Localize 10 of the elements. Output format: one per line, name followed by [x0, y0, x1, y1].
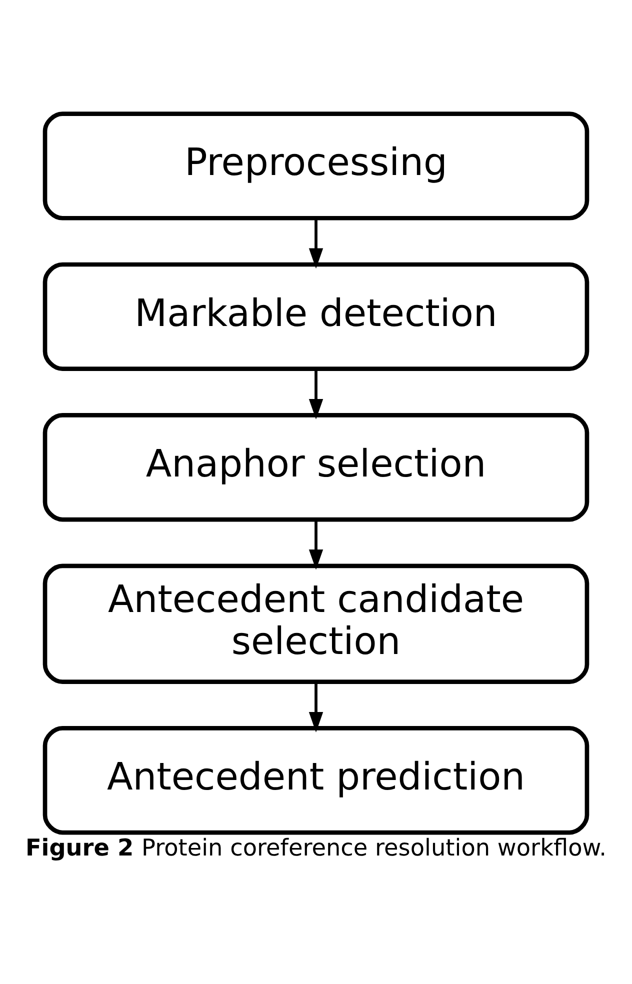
node-box: Markable detection	[42, 262, 590, 371]
arrow	[308, 682, 324, 732]
node-box: Antecedent candidate selection	[42, 564, 590, 684]
arrow	[308, 520, 324, 570]
arrow	[308, 218, 324, 269]
node-box: Anaphor selection	[42, 413, 590, 522]
arrow	[308, 368, 324, 420]
node-box: Antecedent prediction	[42, 726, 590, 835]
caption: Figure 2 Protein coreference resolution workflow.	[25, 834, 606, 862]
node-box: Preprocessing	[42, 112, 590, 220]
